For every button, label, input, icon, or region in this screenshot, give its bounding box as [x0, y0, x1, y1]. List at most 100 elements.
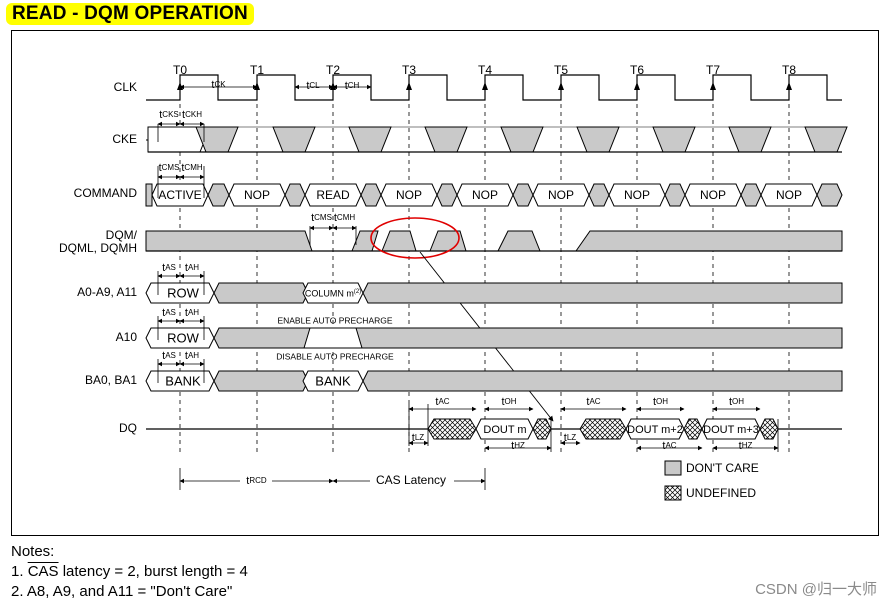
toh-2-label: tOH	[653, 396, 668, 408]
a10-disable-label: DISABLE AUTO PRECHARGE	[276, 351, 394, 361]
command-nop	[684, 183, 742, 207]
cke-dont-care	[576, 126, 620, 153]
clk-edge-arrow	[786, 82, 792, 90]
dq-undefined	[759, 418, 779, 440]
legend-undefined-label: UNDEFINED	[686, 486, 756, 500]
dq-data-m3-text: DOUT m+3	[703, 424, 759, 436]
legend-dont-care-swatch	[664, 460, 682, 476]
trcd-label: tRCD	[246, 475, 267, 487]
dq-data-m2-text: DOUT m+2	[627, 424, 683, 436]
cke-dont-care	[804, 126, 848, 153]
signal-label-dq: DQ	[119, 421, 137, 435]
cmd-dont-care	[207, 183, 230, 207]
cmd-dont-care	[740, 183, 762, 207]
signal-label-addr: A0-A9, A11	[77, 285, 137, 299]
dqm-dont-care-3	[381, 230, 417, 252]
tch-label: tCH	[345, 80, 360, 92]
command-nop	[380, 183, 438, 207]
dq-data-m-text: DOUT m	[483, 424, 526, 436]
dqm-highlight-ellipse	[370, 217, 460, 259]
cmd-dont-care	[664, 183, 686, 207]
command-text: NOP	[244, 188, 270, 202]
cke-dont-care	[195, 126, 239, 153]
clock-label-T3: T3	[402, 63, 416, 77]
command-nop	[760, 183, 818, 207]
command-nop	[456, 183, 514, 207]
command-active	[151, 183, 209, 207]
legend-dont-care-label: DON'T CARE	[686, 461, 759, 475]
ba-dont-care	[362, 370, 843, 392]
clock-label-T2: T2	[326, 63, 340, 77]
ba-tah-label: tAH	[185, 350, 199, 362]
tcks-label: tCKS	[159, 109, 179, 121]
trcd-bg	[240, 474, 272, 488]
diagram-frame	[11, 30, 879, 536]
cke-dont-care	[424, 126, 468, 153]
command-text: NOP	[548, 188, 574, 202]
clock-label-T0: T0	[173, 63, 187, 77]
addr-dont-care	[213, 282, 309, 304]
clock-label-T4: T4	[478, 63, 492, 77]
note-2: 2. A8, A9, and A11 = "Don't Care"	[11, 583, 233, 600]
watermark: CSDN @归一大师	[755, 581, 877, 598]
cke-dont-care	[272, 126, 316, 153]
signal-label-a10: A10	[116, 330, 138, 344]
a10-precharge-window	[303, 327, 363, 349]
notes: Notes: 1. CAS latency = 2, burst length …	[11, 542, 248, 602]
dq-undefined	[427, 418, 477, 440]
dqm-dont-care-6	[575, 230, 843, 252]
addr-tah-label: tAH	[185, 262, 199, 274]
signal-label-cke: CKE	[112, 132, 137, 146]
clk-edge-arrow	[254, 82, 260, 90]
cke-dont-care	[652, 126, 696, 153]
clk-edge-arrow	[482, 82, 488, 90]
addr-column-text: COLUMN m(2)	[305, 288, 361, 298]
cke-dont-care	[728, 126, 772, 153]
tcl-label: tCL	[306, 80, 320, 92]
clock-guide-lines	[179, 104, 790, 452]
cmd-dont-care	[588, 183, 610, 207]
clock-label-T7: T7	[706, 63, 720, 77]
thz-1-label: tHZ	[511, 440, 525, 452]
command-text: NOP	[396, 188, 422, 202]
command-nop	[608, 183, 666, 207]
tlz2-label: tLZ	[564, 432, 577, 444]
tcmh-2-label: tCMH	[334, 212, 356, 224]
cmd-dont-care	[145, 183, 153, 207]
signal-label-command: COMMAND	[74, 186, 138, 200]
dqm-dont-care-4	[429, 230, 467, 252]
clock-label-T1: T1	[250, 63, 264, 77]
command-text: NOP	[776, 188, 802, 202]
clk-edge-arrow	[558, 82, 564, 90]
command-text: READ	[316, 188, 350, 202]
page-title: READ - DQM OPERATION	[6, 3, 254, 25]
signal-label-dqml: DQML, DQMH	[59, 241, 137, 255]
tcms-2-label: tCMS	[311, 212, 332, 224]
clk-waveform	[146, 74, 842, 101]
dq-undefined	[532, 418, 552, 440]
notes-heading: Notes:	[11, 543, 55, 560]
clock-label-T6: T6	[630, 63, 644, 77]
cmd-dont-care	[284, 183, 306, 207]
legend-undefined-swatch	[664, 485, 682, 501]
clk-edge-arrow	[330, 82, 336, 90]
addr-dont-care	[362, 282, 843, 304]
clock-label-T8: T8	[782, 63, 796, 77]
cke-dont-care	[500, 126, 544, 153]
cas-latency-bg	[370, 473, 454, 489]
ba-dont-care	[213, 370, 309, 392]
signal-label-clk: CLK	[114, 80, 137, 94]
dqm-dont-care-1	[145, 230, 313, 252]
cas-overline: CAS	[27, 563, 59, 580]
note-1: 1. CAS latency = 2, burst length = 4	[11, 563, 248, 580]
tckh-label: tCKH	[182, 109, 202, 121]
a10-row-text: ROW	[167, 330, 200, 345]
command-text: ACTIVE	[158, 188, 201, 202]
tac-3-label: tAC	[662, 440, 676, 452]
cke-dont-care	[348, 126, 392, 153]
tlz-label: tLZ	[412, 432, 425, 444]
command-nop	[532, 183, 590, 207]
toh-3-label: tOH	[729, 396, 744, 408]
signal-label-ba: BA0, BA1	[85, 373, 137, 387]
